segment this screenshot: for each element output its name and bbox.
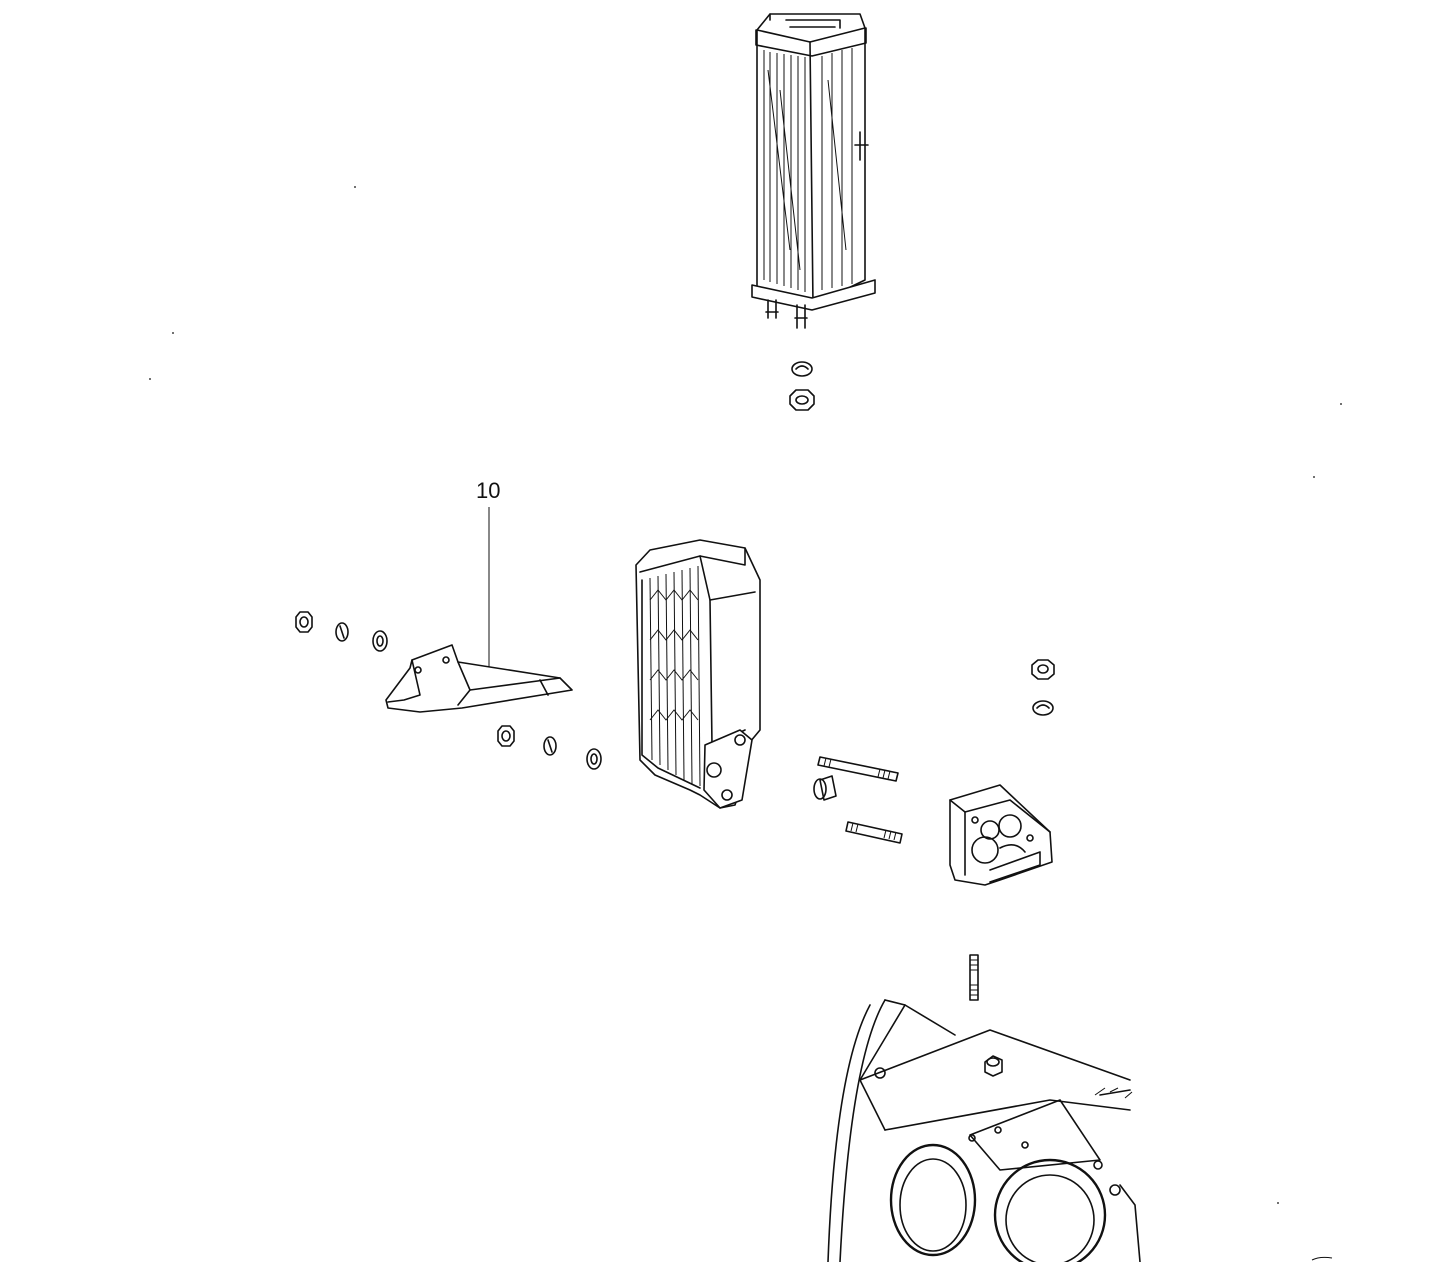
- hex-nut: [789, 389, 815, 411]
- callout-10: 10: [476, 478, 500, 685]
- spring-washer: [791, 361, 813, 377]
- flat-washer: [586, 748, 602, 770]
- hex-nut: [295, 611, 313, 633]
- auxiliary-cooler-core: [751, 13, 876, 329]
- mounting-bracket: [385, 644, 573, 713]
- hex-nut: [1031, 659, 1055, 680]
- engine-crankcase: [827, 999, 1141, 1262]
- spring-washer: [335, 622, 349, 642]
- spring-washer: [543, 736, 557, 756]
- oil-cooler: [635, 539, 761, 809]
- callout-label: 10: [476, 478, 500, 503]
- cooler-housing: [949, 784, 1053, 886]
- scan-specks: [149, 186, 1342, 1261]
- spacer-sleeve: [813, 775, 837, 801]
- threaded-stud: [845, 821, 903, 844]
- flat-washer: [372, 630, 388, 652]
- threaded-stud: [817, 756, 899, 782]
- threaded-stud: [969, 954, 979, 1001]
- spring-washer: [1032, 700, 1054, 716]
- hex-nut: [497, 725, 515, 747]
